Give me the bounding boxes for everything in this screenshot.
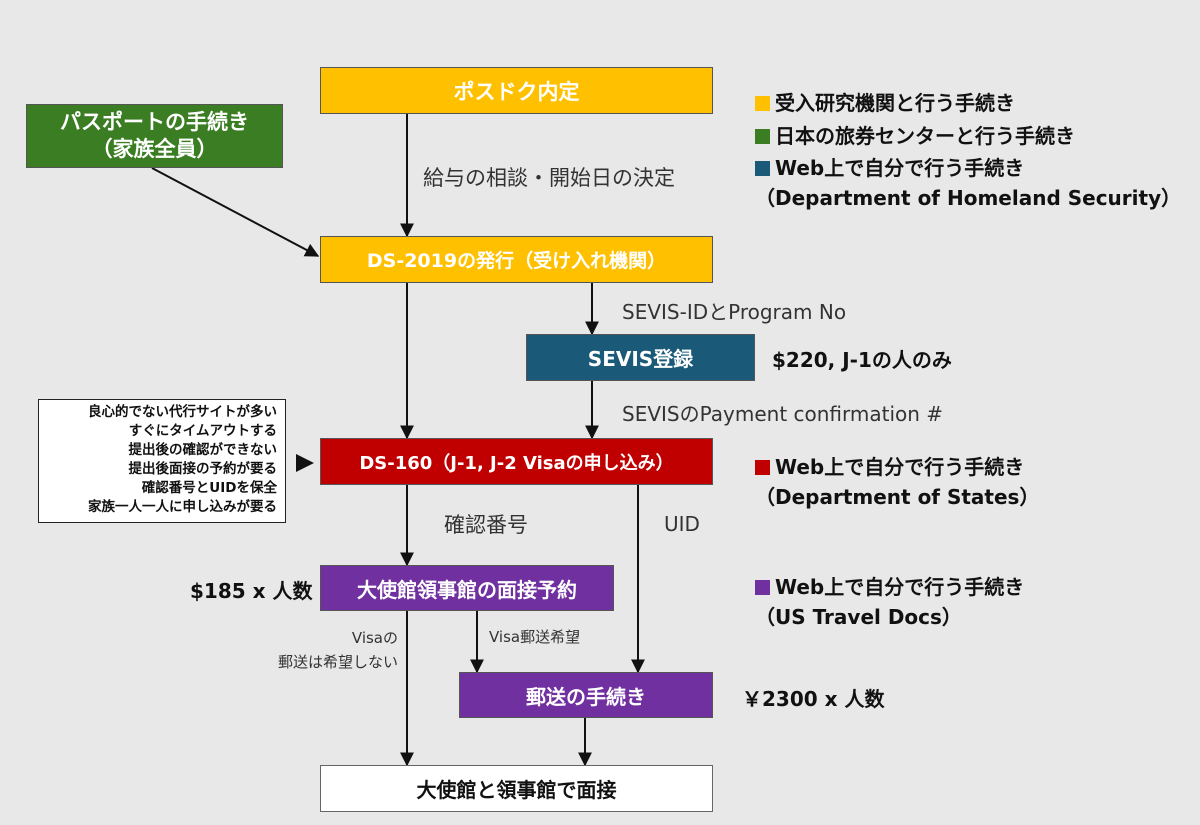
postdoc-offer-text: ポスドク内定 bbox=[453, 79, 580, 104]
sevis-text: SEVIS登録 bbox=[587, 347, 694, 371]
appointment-box: 大使館領事館の面接予約 bbox=[320, 565, 614, 611]
note-line: すぐにタイムアウトする bbox=[128, 423, 277, 439]
arrow-passport-to-ds2019 bbox=[151, 167, 320, 257]
cost-sevis: $220, J-1の人のみ bbox=[772, 348, 952, 372]
mailing-box: 郵送の手続き bbox=[459, 672, 713, 718]
passport-box: パスポートの手続き （家族全員） bbox=[26, 104, 283, 168]
legend-purple-text-line2: （US Travel Docs） bbox=[755, 605, 962, 629]
cost-appointment: $185 x 人数 bbox=[190, 579, 313, 603]
label-sevis-payment: SEVISのPayment confirmation # bbox=[622, 402, 944, 426]
label-visa-mail: Visa郵送希望 bbox=[489, 628, 581, 646]
legend-teal-text-line1: Web上で自分で行う手続き bbox=[775, 156, 1025, 180]
cost-mailing: ￥2300 x 人数 bbox=[742, 687, 885, 711]
label-salary: 給与の相談・開始日の決定 bbox=[423, 166, 675, 190]
passport-text-line1: パスポートの手続き bbox=[60, 110, 249, 134]
legend-red-text-line2: （Department of States） bbox=[755, 485, 1040, 509]
note-line: 提出後の確認ができない bbox=[128, 442, 278, 458]
legend-yellow-text: 受入研究機関と行う手続き bbox=[775, 91, 1015, 115]
legend-green: 日本の旅券センターと行う手続き bbox=[755, 120, 1075, 149]
legend-yellow-swatch bbox=[755, 96, 770, 111]
legend-teal: Web上で自分で行う手続き （Department of Homeland Se… bbox=[755, 153, 1181, 213]
label-sevis-id: SEVIS-IDとProgram No bbox=[622, 300, 847, 324]
postdoc-offer-box: ポスドク内定 bbox=[320, 67, 713, 114]
mailing-text: 郵送の手続き bbox=[526, 684, 646, 709]
legend-yellow: 受入研究機関と行う手続き bbox=[755, 87, 1015, 116]
label-visa-no-mail: Visaの 郵送は希望しない bbox=[250, 626, 398, 674]
note-line: 確認番号とUIDを保全 bbox=[141, 480, 277, 496]
ds2019-box: DS-2019の発行（受け入れ機関） bbox=[320, 236, 713, 283]
legend-purple: Web上で自分で行う手続き （US Travel Docs） bbox=[755, 572, 1024, 632]
legend-purple-swatch bbox=[755, 580, 770, 595]
legend-purple-text-line1: Web上で自分で行う手続き bbox=[775, 575, 1025, 599]
sevis-box: SEVIS登録 bbox=[526, 334, 755, 381]
legend-red-swatch bbox=[755, 460, 770, 475]
label-visa-no-mail-line1: Visaの bbox=[351, 629, 398, 647]
ds160-warning-note: 良心的でない代行サイトが多い すぐにタイムアウトする 提出後の確認ができない 提… bbox=[38, 399, 286, 523]
note-line: 家族一人一人に申し込みが要る bbox=[88, 499, 277, 515]
passport-text-line2: （家族全員） bbox=[91, 137, 218, 161]
ds2019-text: DS-2019の発行（受け入れ機関） bbox=[366, 250, 667, 272]
legend-red-text-line1: Web上で自分で行う手続き bbox=[775, 455, 1025, 479]
legend-teal-text-line2: （Department of Homeland Security） bbox=[755, 186, 1182, 210]
note-line: 提出後面接の予約が要る bbox=[128, 461, 278, 477]
ds160-text: DS-160（J-1, J-2 Visaの申し込み） bbox=[359, 452, 674, 474]
label-confirmation-number: 確認番号 bbox=[444, 513, 528, 537]
legend-red: Web上で自分で行う手続き （Department of States） bbox=[755, 452, 1039, 512]
ds160-box: DS-160（J-1, J-2 Visaの申し込み） bbox=[320, 438, 713, 485]
appointment-text: 大使館領事館の面接予約 bbox=[357, 577, 577, 602]
interview-text: 大使館と領事館で面接 bbox=[416, 778, 617, 802]
note-line: 良心的でない代行サイトが多い bbox=[88, 404, 277, 420]
label-uid: UID bbox=[664, 512, 700, 536]
label-visa-no-mail-line2: 郵送は希望しない bbox=[277, 653, 398, 671]
interview-box: 大使館と領事館で面接 bbox=[320, 765, 713, 812]
note-pointer-triangle bbox=[296, 454, 314, 472]
legend-teal-swatch bbox=[755, 161, 770, 176]
legend-green-text: 日本の旅券センターと行う手続き bbox=[775, 124, 1075, 148]
legend-green-swatch bbox=[755, 129, 770, 144]
